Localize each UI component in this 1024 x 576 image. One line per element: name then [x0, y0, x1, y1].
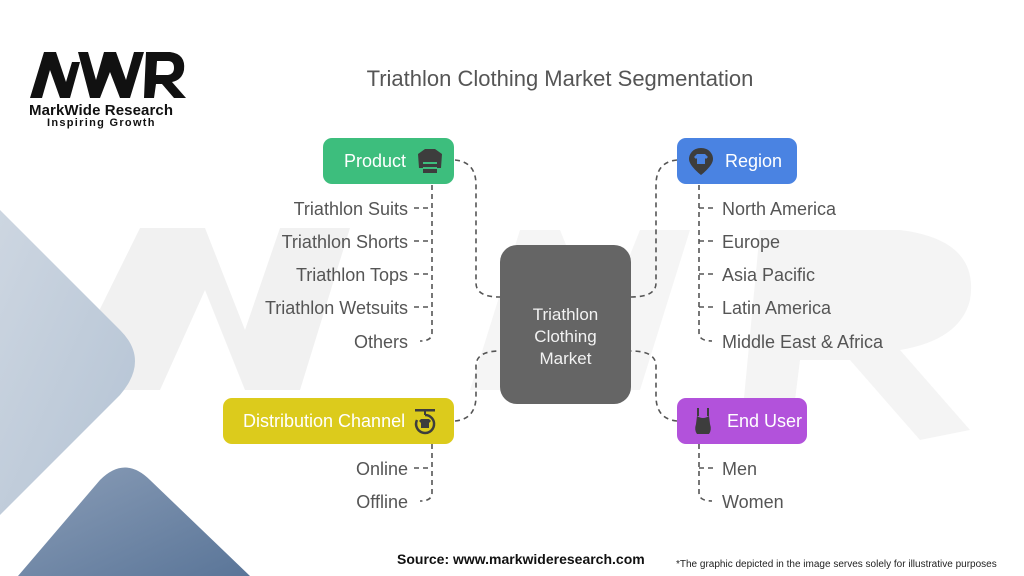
category-region: Region [677, 138, 797, 184]
product-item: Others [353, 332, 408, 352]
category-label: Region [725, 150, 783, 171]
distribution-item: Online [355, 459, 408, 479]
product-item: Triathlon Suits [293, 199, 408, 219]
tank-top-icon [689, 406, 717, 436]
central-node: Triathlon Clothing Market [500, 245, 631, 404]
category-product: Product [323, 138, 454, 184]
region-item: Europe [722, 232, 781, 252]
company-tagline: Inspiring Growth [47, 117, 156, 129]
region-item: Asia Pacific [722, 265, 816, 285]
product-item: Triathlon Tops [295, 265, 408, 285]
connectors [414, 159, 717, 502]
product-item: Triathlon Shorts [281, 232, 408, 252]
decor-diamond-light [0, 210, 135, 515]
end-user-item: Women [722, 492, 784, 512]
category-distribution-channel: Distribution Channel [223, 398, 454, 444]
center-line: Market [539, 348, 592, 368]
location-pin-shirt-icon [687, 146, 715, 176]
disclaimer-text: *The graphic depicted in the image serve… [676, 559, 997, 570]
distribution-item: Offline [356, 492, 408, 512]
center-line: Clothing [534, 326, 597, 346]
category-label: End User [727, 410, 803, 431]
region-item: Middle East & Africa [722, 332, 884, 352]
region-item: North America [722, 199, 837, 219]
end-user-item: Men [722, 459, 758, 479]
category-label: Product [344, 150, 407, 171]
region-item: Latin America [722, 298, 832, 318]
category-end-user: End User [677, 398, 807, 444]
product-item: Triathlon Wetsuits [264, 298, 408, 318]
company-logo [30, 52, 186, 98]
category-label: Distribution Channel [243, 410, 406, 431]
center-line: Triathlon [532, 304, 599, 324]
page-title: Triathlon Clothing Market Segmentation [366, 66, 754, 91]
decor-diamond-dark [18, 467, 250, 576]
company-name: MarkWide Research [29, 102, 174, 119]
source-text: Source: www.markwideresearch.com [397, 551, 645, 567]
clothes-rack-cycle-icon [411, 406, 439, 436]
jersey-icon [416, 146, 444, 176]
